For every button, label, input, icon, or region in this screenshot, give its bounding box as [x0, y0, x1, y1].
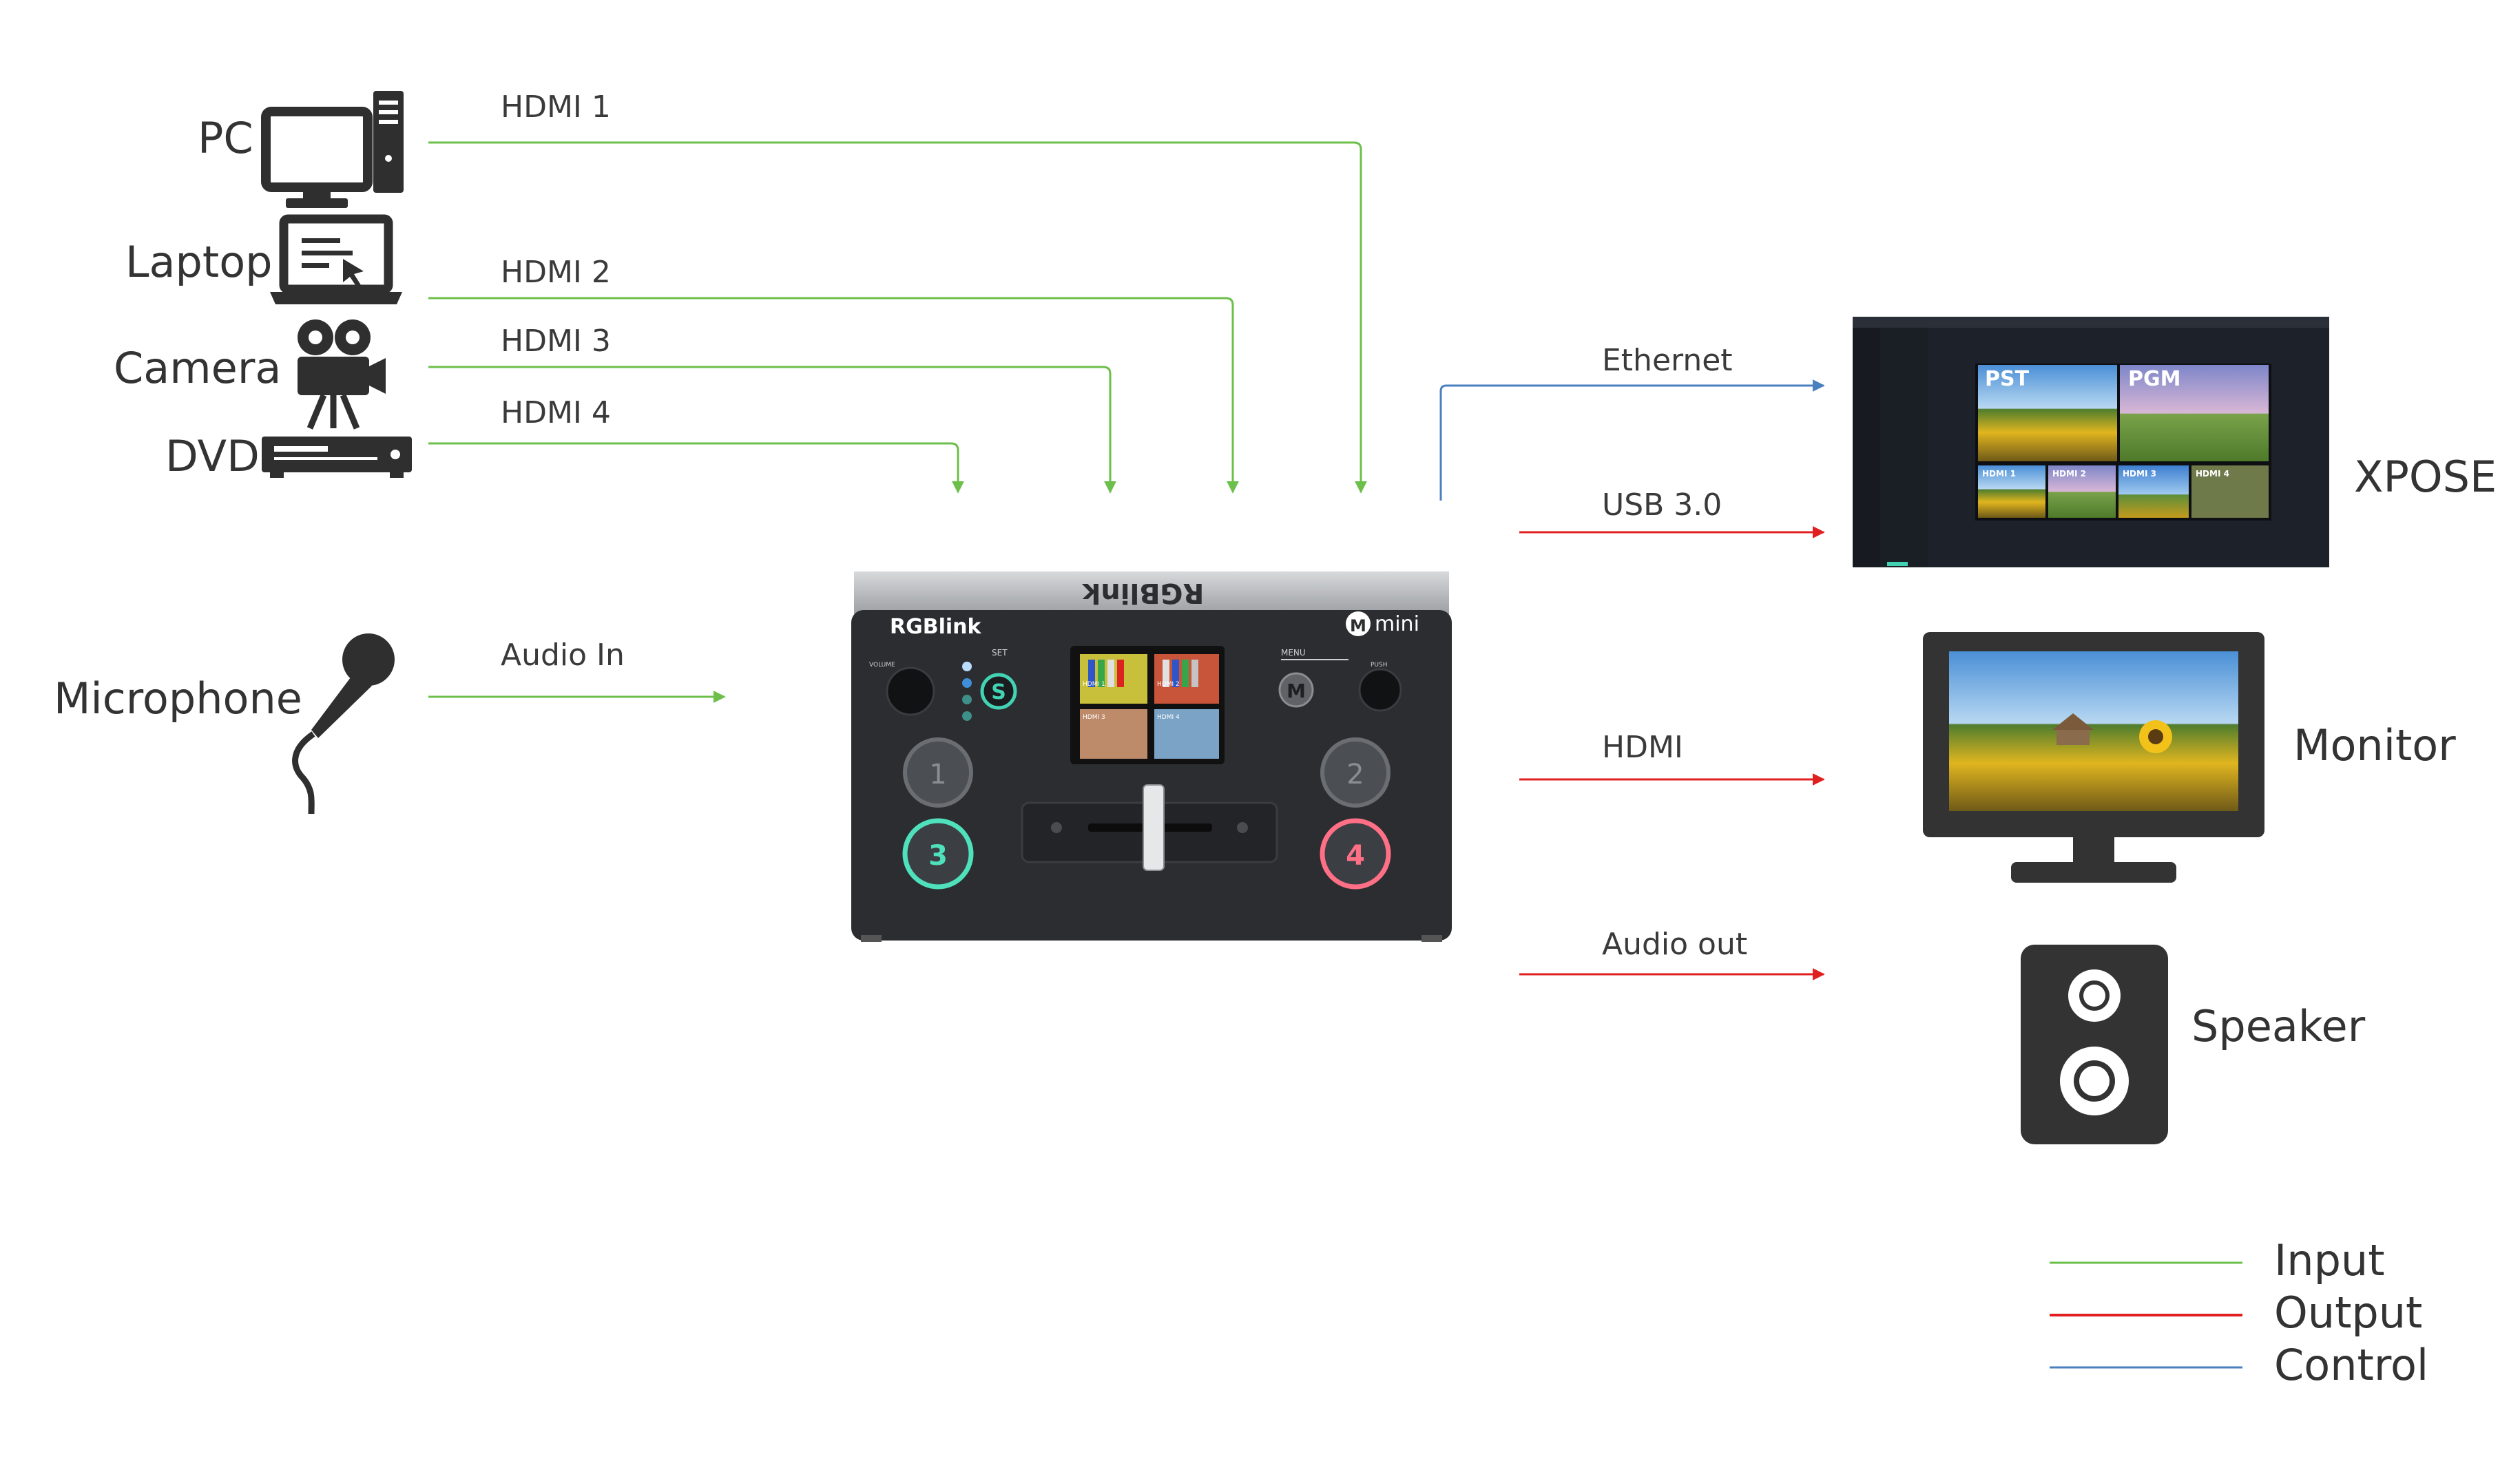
monitor-label: Monitor	[2293, 720, 2456, 770]
ethernet-label: Ethernet	[1602, 343, 1733, 378]
camera-label: Camera	[114, 343, 282, 393]
push-knob[interactable]	[1358, 668, 1402, 712]
source-button-1-label: 1	[929, 759, 946, 790]
menu-button-label: M	[1287, 680, 1306, 702]
laptop-label: Laptop	[125, 237, 273, 287]
xpose-software-window: PST PGM HDMI 1 HDMI 2 HDMI 3 HDMI 4	[1853, 317, 2329, 567]
set-label: SET	[992, 648, 1008, 658]
hdmi3-line	[428, 366, 1116, 494]
dvd-player-icon	[262, 437, 412, 478]
pst-label: PST	[1985, 367, 2030, 391]
screen-hdmi3: HDMI 3	[1083, 714, 1105, 721]
screen-hdmi4: HDMI 4	[1157, 714, 1180, 721]
set-button-label: S	[991, 680, 1006, 704]
push-label: PUSH	[1371, 662, 1388, 669]
desktop-computer-icon	[261, 91, 404, 208]
legend-output-label: Output	[2274, 1288, 2423, 1338]
speaker-label: Speaker	[2191, 1001, 2366, 1051]
audio-out-label: Audio out	[1602, 927, 1748, 962]
hdmi-out-label: HDMI	[1602, 730, 1683, 765]
hdmi4-label: HDMI 4	[501, 395, 611, 430]
usb-label: USB 3.0	[1602, 487, 1722, 523]
source-button-4[interactable]	[1320, 818, 1391, 890]
model-name: mini	[1375, 612, 1419, 636]
switcher-top-brand: RGBlink	[1081, 577, 1204, 609]
hdmi2-line	[428, 297, 1239, 494]
hdmi1-label: HDMI 1	[501, 90, 611, 125]
monitor-icon	[1923, 632, 2264, 883]
hdmi1-line	[428, 141, 1367, 494]
mini-badge	[1346, 611, 1371, 636]
microphone-label: Microphone	[54, 673, 302, 724]
movie-camera-icon	[298, 319, 386, 430]
led-2	[962, 678, 972, 688]
screen-hdmi2: HDMI 2	[1157, 681, 1180, 688]
pgm-view	[2120, 365, 2269, 461]
laptop-icon	[270, 214, 402, 304]
pst-view	[1978, 365, 2117, 461]
menu-label: MENU	[1281, 648, 1306, 658]
led-1	[962, 662, 972, 671]
speaker-icon	[2021, 945, 2168, 1144]
mini-badge-letter: M	[1350, 616, 1366, 636]
xpose-thumb-2	[2048, 465, 2116, 518]
source-button-3-label: 3	[928, 840, 948, 872]
xpose-thumb-2-label: HDMI 2	[2052, 469, 2086, 479]
switcher-brand: RGBlink	[890, 615, 982, 639]
dvd-label: DVD	[165, 431, 260, 481]
volume-label: VOLUME	[869, 662, 895, 669]
hdmi3-label: HDMI 3	[501, 324, 611, 359]
switcher-device: RGBlink RGBlink M mini VOLUME SET S HDMI	[851, 571, 1452, 942]
hdmi2-label: HDMI 2	[501, 255, 611, 290]
source-button-4-label: 4	[1346, 840, 1365, 872]
screen-hdmi1: HDMI 1	[1083, 681, 1105, 688]
control-lines	[1439, 379, 1825, 501]
xpose-thumb-3-label: HDMI 3	[2123, 469, 2156, 479]
xpose-thumb-1	[1978, 465, 2045, 518]
legend	[2050, 1261, 2242, 1369]
legend-input-label: Input	[2274, 1235, 2385, 1285]
ethernet-line	[1439, 379, 1825, 501]
microphone-icon	[292, 633, 395, 815]
t-bar-fader[interactable]	[1143, 784, 1165, 871]
pgm-label: PGM	[2128, 367, 2180, 391]
xpose-thumb-3	[2118, 465, 2189, 518]
source-button-2[interactable]	[1320, 737, 1391, 808]
xpose-label: XPOSE	[2354, 452, 2497, 502]
xpose-thumb-1-label: HDMI 1	[1982, 469, 2016, 479]
pc-label: PC	[198, 113, 253, 163]
set-button[interactable]	[980, 673, 1017, 710]
audio-in-label: Audio In	[501, 638, 625, 673]
hdmi4-line	[428, 442, 964, 494]
volume-knob[interactable]	[886, 666, 935, 716]
source-button-3[interactable]	[902, 818, 974, 890]
source-button-1[interactable]	[903, 737, 973, 808]
output-lines	[1519, 526, 1825, 980]
xpose-thumb-4-label: HDMI 4	[2196, 469, 2229, 479]
led-3	[962, 695, 972, 704]
legend-control-label: Control	[2274, 1340, 2429, 1390]
menu-button[interactable]	[1278, 672, 1314, 708]
source-button-2-label: 2	[1346, 759, 1364, 790]
input-lines	[428, 141, 1367, 703]
led-4	[962, 711, 972, 721]
xpose-thumb-4	[2191, 465, 2269, 518]
